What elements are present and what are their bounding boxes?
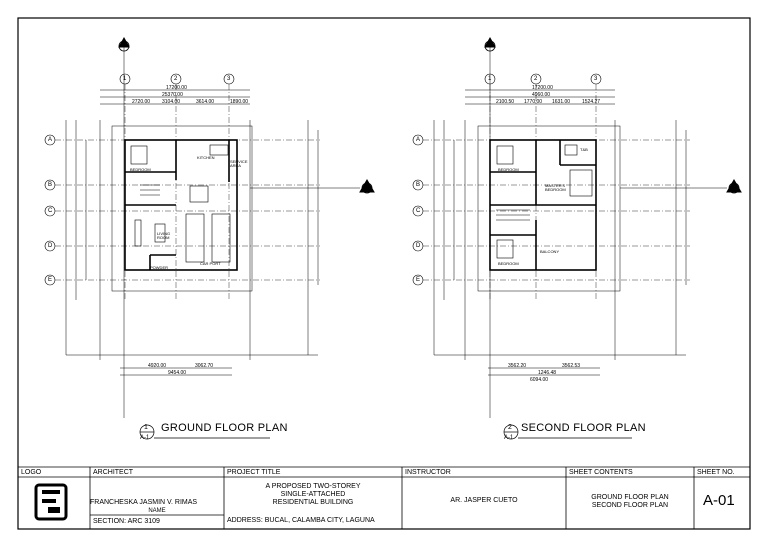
dimension-label: 3062.70 (195, 363, 214, 369)
room-label: BALCONY (540, 249, 560, 254)
architect-name: FRANCHESKA JASMIN V. RIMAS (90, 499, 198, 506)
ground-plan-number: 1 (144, 424, 148, 431)
ground-plan-sheet-ref: A-1 (140, 435, 150, 441)
section-marker-icon (250, 179, 375, 194)
grid-bubbles-letters (44, 134, 320, 286)
title-block-grid (18, 466, 750, 529)
room-label: KITCHEN (197, 155, 215, 160)
second-plan-number: 2 (508, 424, 512, 431)
room-label: BEDROOM (498, 261, 519, 266)
dimension-label: 1631.00 (552, 99, 571, 105)
grid-number: 3 (227, 76, 231, 82)
dimension-label: 3562.20 (508, 363, 527, 369)
room-label: SERVICE AREA (230, 159, 248, 168)
grid-number: 2 (534, 76, 538, 82)
instructor-label: INSTRUCTOR (405, 469, 451, 476)
grid-letter: C (416, 208, 421, 214)
dimension-label: 1890.00 (230, 99, 249, 105)
grid-number: 1 (123, 76, 127, 82)
dimension-label: 3614.00 (196, 99, 215, 105)
grid-letter: A (48, 137, 53, 143)
grid-letter: D (416, 243, 421, 249)
name-label: NAME (148, 508, 166, 514)
second-plan-sheet-ref: A-1 (504, 435, 514, 441)
room-label: LIVING ROOM (157, 231, 171, 240)
sheet-number: A-01 (703, 492, 735, 509)
plan-title-bubble-ground (139, 424, 270, 440)
grid-letter: E (416, 277, 421, 283)
grid-number: 1 (488, 76, 492, 82)
room-label: POWDER (150, 265, 168, 270)
dimension-label: 25370.00 (162, 92, 183, 98)
dimension-label: 17200.00 (166, 85, 187, 91)
second-floor-plan (412, 36, 742, 440)
ground-floor-plan (44, 36, 375, 440)
room-label: BEDROOM (498, 167, 519, 172)
grid-letter: E (48, 277, 53, 283)
dimension-label: 1246.48 (538, 370, 557, 376)
dimension-label: 4920.00 (148, 363, 167, 369)
dimension-lines-ground (65, 89, 319, 376)
grid-bubbles-letters (412, 134, 690, 286)
grid-letter: D (48, 243, 53, 249)
grid-letter: B (416, 182, 421, 188)
logo-label: LOGO (21, 469, 42, 476)
dimension-label: 3562.53 (562, 363, 581, 369)
project-title-line-3: RESIDENTIAL BUILDING (272, 499, 354, 506)
logo-icon (34, 483, 68, 521)
sheet-contents-line-1: GROUND FLOOR PLAN (591, 494, 669, 501)
dimension-label: 3104.00 (162, 99, 181, 105)
furniture-second (496, 144, 593, 259)
second-floor-plan-title: SECOND FLOOR PLAN (521, 422, 646, 434)
sheet-contents-line-2: SECOND FLOOR PLAN (591, 502, 669, 509)
section-marker-icon (620, 179, 742, 194)
grid-number: 3 (594, 76, 598, 82)
sheet-contents-label: SHEET CONTENTS (569, 469, 633, 476)
project-title-label: PROJECT TITLE (227, 469, 281, 476)
grid-number: 2 (174, 76, 178, 82)
grid-letter: C (48, 208, 53, 214)
dimension-label: 17200.00 (532, 85, 553, 91)
dimension-label: 6094.00 (530, 377, 549, 383)
plan-title-bubble-second (503, 424, 632, 440)
dimension-lines-second (433, 89, 687, 376)
address-text: ADDRESS: BUCAL, CALAMBA CITY, LAGUNA (227, 517, 375, 524)
grid-letter: A (416, 137, 421, 143)
room-label: T&B (580, 147, 588, 152)
north-arrow-icon (118, 36, 130, 418)
architect-label: ARCHITECT (93, 469, 134, 476)
dimension-label: 9454.00 (168, 370, 187, 376)
room-label: CAR PORT (200, 261, 221, 266)
dimension-label: 2100.50 (496, 99, 515, 105)
dimension-label: 4960.00 (532, 92, 551, 98)
project-title-line-2: SINGLE-ATTACHED (280, 491, 346, 498)
dimension-label: 2720.00 (132, 99, 151, 105)
furniture-ground (130, 144, 231, 263)
sheet-no-label: SHEET NO. (697, 469, 735, 476)
room-label: MASTER'S BEDROOM (545, 183, 566, 192)
grid-letter: B (48, 182, 53, 188)
section-text: SECTION: ARC 3109 (93, 518, 160, 525)
instructor-name: AR. JASPER CUETO (450, 497, 518, 504)
dimension-label: 1524.27 (582, 99, 601, 105)
walls-ground (124, 139, 238, 271)
walls-second (489, 139, 597, 271)
project-title-line-1: A PROPOSED TWO-STOREY (265, 483, 361, 490)
ground-floor-plan-title: GROUND FLOOR PLAN (161, 422, 288, 434)
sheet-border (17, 17, 751, 530)
dimension-label: 1770.00 (524, 99, 543, 105)
room-label: BEDROOM (130, 167, 151, 172)
